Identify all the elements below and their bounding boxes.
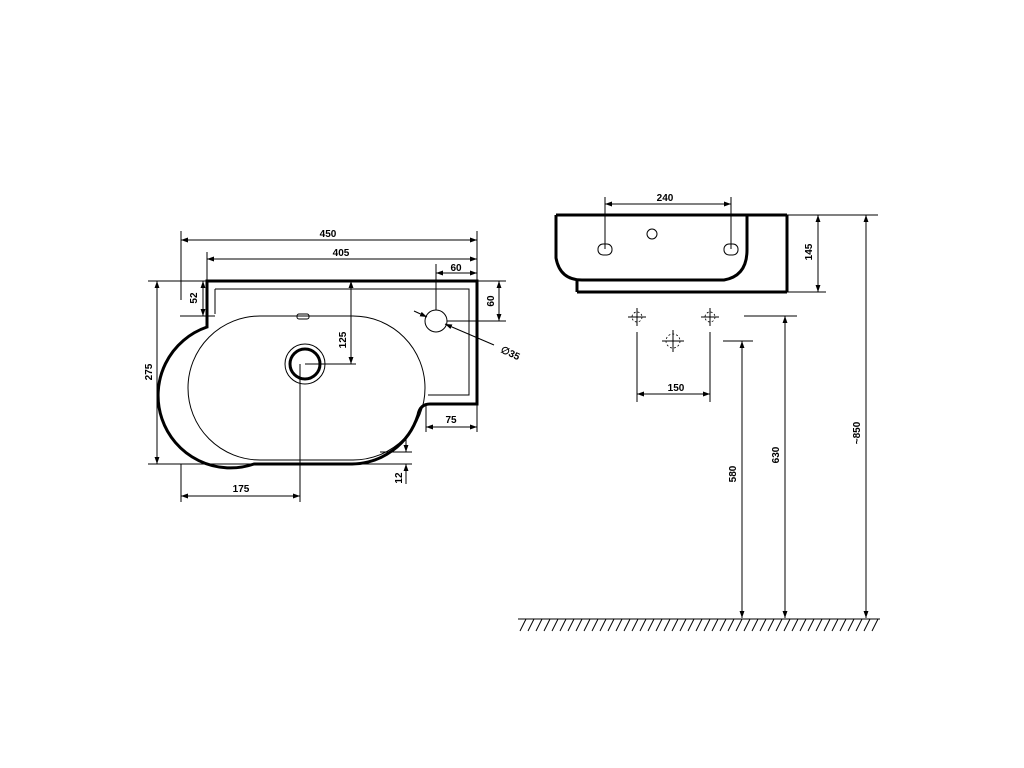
floor-hatch-line (743, 618, 751, 632)
floor-hatch-line (607, 618, 615, 632)
floor-hatch-line (599, 618, 607, 632)
floor-hatch-line (575, 618, 583, 632)
floor-hatch-line (719, 618, 727, 632)
connection-right (701, 308, 719, 326)
dim-height-overall: 275 (144, 363, 155, 380)
floor-hatch-line (519, 618, 527, 632)
floor-hatch-line (583, 618, 591, 632)
floor-hatch-line (847, 618, 855, 632)
floor-hatch-line (631, 618, 639, 632)
dim-drain-offset-x: 175 (233, 484, 250, 495)
dim-basin-height: 145 (804, 243, 815, 260)
floor-hatch-line (783, 618, 791, 632)
dim-height-580: 580 (728, 465, 739, 482)
dim-tap-offset-x: 60 (450, 263, 462, 274)
floor-hatch-line (639, 618, 647, 632)
dim-deck-depth: 52 (189, 292, 200, 304)
floor-hatch-line (623, 618, 631, 632)
floor-hatch-line (799, 618, 807, 632)
floor-hatch-line (559, 618, 567, 632)
floor-hatch-line (727, 618, 735, 632)
floor-hatch-line (823, 618, 831, 632)
side-view: 240 145 150 580 (518, 193, 880, 632)
basin-outline-top (156, 279, 479, 470)
dim-width-to-deck: 405 (333, 248, 350, 259)
floor-hatch-line (647, 618, 655, 632)
floor-hatch-line (751, 618, 759, 632)
floor-hatch-line (671, 618, 679, 632)
center-hole (646, 228, 658, 240)
floor-hatch-line (615, 618, 623, 632)
dim-mount-spacing: 240 (657, 193, 674, 204)
floor-hatch-line (735, 618, 743, 632)
dim-height-630: 630 (771, 446, 782, 463)
bowl-outline (187, 315, 426, 461)
floor-hatch-line (855, 618, 863, 632)
waste-connection (662, 330, 684, 352)
floor-hatch-line (703, 618, 711, 632)
dim-tap-diameter: ∅35 (499, 345, 522, 364)
dim-width-overall: 450 (320, 229, 337, 240)
overflow-slot (296, 313, 310, 320)
floor-hatch-line (679, 618, 687, 632)
floor-hatch-line (807, 618, 815, 632)
floor-hatch-line (711, 618, 719, 632)
connection-left (628, 308, 646, 326)
floor-hatch-line (527, 618, 535, 632)
dim-bottom-gap: 12 (394, 472, 405, 484)
floor-hatch-line (839, 618, 847, 632)
dim-tap-offset-y: 60 (486, 295, 497, 307)
floor-hatch-line (871, 618, 879, 632)
floor-hatch-line (815, 618, 823, 632)
floor-hatch-line (775, 618, 783, 632)
floor-hatch-line (759, 618, 767, 632)
floor-line (518, 618, 880, 632)
top-view: 450 405 60 60 ∅35 52 125 275 (144, 229, 522, 502)
floor-hatch-line (551, 618, 559, 632)
back-rim-inner (215, 288, 470, 396)
floor-hatch-line (831, 618, 839, 632)
floor-hatch-line (767, 618, 775, 632)
floor-hatch-line (687, 618, 695, 632)
basin-outline-side (554, 215, 749, 282)
floor-hatch-line (567, 618, 575, 632)
floor-hatch-line (543, 618, 551, 632)
dim-height-850: ~850 (852, 421, 863, 444)
floor-hatch-line (535, 618, 543, 632)
dim-drain-offset-y: 125 (338, 331, 349, 348)
floor-hatch-line (791, 618, 799, 632)
dim-deck-width: 75 (445, 415, 457, 426)
floor-hatch-line (663, 618, 671, 632)
dim-pipe-spacing: 150 (668, 383, 685, 394)
floor-hatch-line (655, 618, 663, 632)
floor-hatch-line (591, 618, 599, 632)
floor-hatch-line (863, 618, 871, 632)
tap-hole (424, 309, 448, 333)
floor-hatch-line (695, 618, 703, 632)
